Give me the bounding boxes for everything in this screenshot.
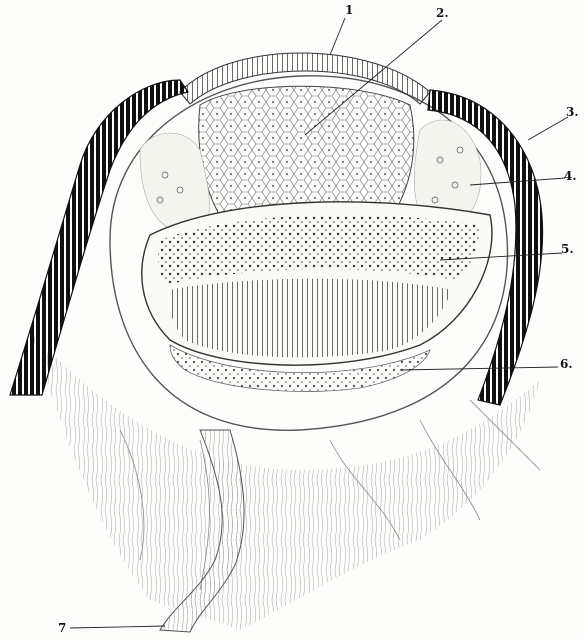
label-4: 4.	[564, 169, 577, 183]
label-3: 3.	[566, 105, 579, 119]
label-1: 1	[345, 3, 353, 17]
label-2: 2.	[436, 6, 449, 20]
label-5: 5.	[561, 242, 574, 256]
label-7: 7	[58, 621, 66, 635]
label-6: 6.	[560, 357, 573, 371]
